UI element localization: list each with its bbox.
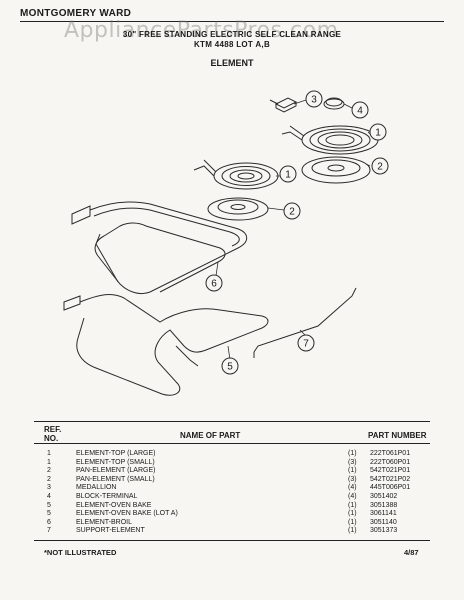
callout-5 [221, 357, 239, 375]
table-top-rule [34, 421, 430, 422]
callout-6 [205, 274, 223, 292]
part-name-cell: BLOCK-TERMINAL [76, 492, 138, 500]
ref-cell: 3 [47, 484, 51, 492]
bake-element-illustration [63, 294, 269, 396]
broil-element-illustration [71, 201, 248, 295]
callout-1-large [369, 123, 387, 141]
ref-cell: 4 [47, 492, 51, 500]
callout-5-label: 5 [227, 362, 233, 373]
part-number-cell: 222T060P01 [370, 458, 411, 466]
table-row: 5 ELEMENT-OVEN BAKE (1) 3051388 [40, 502, 430, 511]
section-title: ELEMENT [210, 58, 254, 68]
terminal-block-illustration [269, 97, 298, 113]
table-row: 4 BLOCK-TERMINAL (4) 3051402 [40, 493, 430, 502]
part-name-cell: ELEMENT-OVEN BAKE [76, 501, 152, 509]
brand-name: MONTGOMERY WARD [20, 8, 132, 19]
model-description: 30" FREE STANDING ELECTRIC SELF CLEAN RA… [122, 30, 342, 39]
qty-cell: (1) [348, 527, 357, 535]
page-code: 4/87 [404, 548, 419, 557]
footnote: *NOT ILLUSTRATED [44, 548, 117, 557]
callout-3-label: 4 [357, 106, 363, 117]
callout-3 [351, 101, 369, 119]
ref-cell: 7 [47, 527, 51, 535]
callout-4-label: 3 [311, 95, 317, 106]
qty-cell: (4) [348, 484, 357, 492]
callout-7-label: 7 [303, 339, 309, 350]
model-number: KTM 4488 LOT A,B [193, 40, 271, 49]
part-number-cell: 3061141 [370, 510, 397, 518]
part-name-cell: PAN-ELEMENT (LARGE) [76, 467, 156, 475]
part-name-cell: ELEMENT-BROIL [76, 518, 133, 526]
callout-1-small [279, 165, 297, 183]
ref-cell: 2 [47, 475, 51, 483]
name-of-part-header: NAME OF PART [180, 431, 241, 440]
qty-cell: (1) [348, 467, 357, 475]
qty-cell: (1) [348, 510, 357, 518]
table-row: 3 MEDALLION (4) 445T006P01 [40, 484, 430, 493]
callout-1-small-label: 1 [285, 170, 291, 181]
part-name-cell: PAN-ELEMENT (SMALL) [76, 475, 155, 483]
ref-cell: 5 [47, 510, 51, 518]
part-name-cell: ELEMENT-TOP (SMALL) [76, 458, 155, 466]
medallion-illustration [323, 97, 345, 110]
part-number-cell: 542T021P01 [370, 467, 411, 475]
ref-header-line1: REF. [44, 425, 62, 434]
large-top-element-illustration [281, 125, 379, 155]
part-number-cell: 3051373 [370, 527, 398, 535]
support-element-illustration [253, 287, 357, 358]
callout-2-small [283, 202, 301, 220]
callout-2-large [371, 157, 389, 175]
qty-cell: (3) [348, 475, 357, 483]
table-row: 1 ELEMENT-TOP (SMALL) (3) 222T060P01 [40, 459, 430, 468]
callout-4 [305, 90, 323, 108]
qty-cell: (1) [348, 518, 357, 526]
qty-cell: (4) [348, 492, 357, 500]
table-row: 2 PAN-ELEMENT (LARGE) (1) 542T021P01 [40, 467, 430, 476]
ref-cell: 5 [47, 501, 51, 509]
part-number-cell: 445T006P01 [370, 484, 411, 492]
part-name-cell: ELEMENT-OVEN BAKE (LOT A) [76, 510, 178, 518]
qty-cell: (1) [348, 450, 357, 457]
callout-2-small-label: 2 [289, 207, 295, 218]
table-header-rule [34, 443, 430, 444]
part-number-cell: 3051388 [370, 501, 398, 509]
ref-cell: 6 [47, 518, 51, 526]
ref-cell: 2 [47, 467, 51, 475]
table-row: 7 SUPPORT-ELEMENT (1) 3051373 [40, 527, 430, 536]
watermark: AppliancePartsPros.com [64, 18, 339, 43]
part-name-cell: SUPPORT-ELEMENT [76, 527, 145, 535]
part-number-cell: 3051140 [370, 518, 397, 526]
part-number-header: PART NUMBER [368, 431, 427, 440]
table-row: 1 ELEMENT-TOP (LARGE) (1) 222T061P01 [40, 450, 430, 459]
callout-7 [297, 334, 315, 352]
exploded-parts-diagram: 3 4 1 2 1 2 6 5 7 [63, 90, 389, 396]
small-top-element-illustration [193, 159, 279, 190]
table-bottom-rule [34, 540, 430, 541]
ref-cell: 1 [47, 450, 51, 457]
part-number-cell: 222T061P01 [370, 450, 411, 457]
small-pan-illustration [207, 197, 269, 221]
table-row: 6 ELEMENT-BROIL (1) 3051140 [40, 519, 430, 528]
part-number-cell: 3051402 [370, 492, 398, 500]
table-row: 2 PAN-ELEMENT (SMALL) (3) 542T021P02 [40, 476, 430, 485]
large-pan-illustration [301, 156, 371, 184]
callout-6-label: 6 [211, 279, 217, 290]
callout-2-large-label: 2 [377, 162, 383, 173]
part-name-cell: MEDALLION [76, 484, 117, 492]
ref-cell: 1 [47, 458, 51, 466]
qty-cell: (3) [348, 458, 357, 466]
table-row: 5 ELEMENT-OVEN BAKE (LOT A) (1) 3061141 [40, 510, 430, 519]
header-rule [20, 21, 444, 22]
parts-list: 1 ELEMENT-TOP (LARGE) (1) 222T061P01 1 E… [40, 450, 430, 536]
part-number-cell: 542T021P02 [370, 475, 411, 483]
qty-cell: (1) [348, 501, 357, 509]
ref-header-line2: NO. [44, 434, 59, 443]
part-name-cell: ELEMENT-TOP (LARGE) [76, 450, 156, 457]
callout-1-large-label: 1 [375, 128, 381, 139]
